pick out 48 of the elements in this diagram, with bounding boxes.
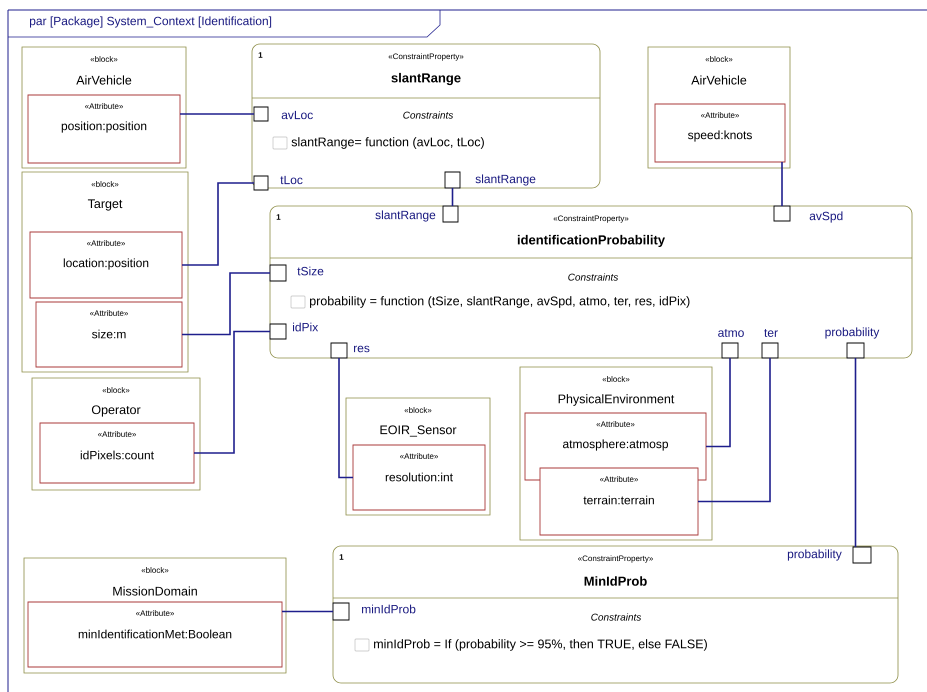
node-label: slantRange= function (avLoc, tLoc) <box>292 137 484 149</box>
connector <box>282 610 333 612</box>
connector <box>781 162 783 206</box>
node-label: 1 <box>258 52 262 58</box>
attribute-box: «Attribute» speed:knots <box>654 104 786 162</box>
node-label: Constraints <box>568 273 618 281</box>
port-label: idPix <box>293 322 318 332</box>
port-label: probability <box>825 327 880 339</box>
connector <box>706 358 731 448</box>
attribute-box: «Attribute» size:m <box>36 302 182 368</box>
port-label: atmo <box>718 329 744 337</box>
attribute-box: «Attribute» position:position <box>28 94 180 164</box>
node-label: 1 <box>276 214 280 220</box>
node-label: «ConstraintProperty» <box>554 215 628 223</box>
port-label: slantRange <box>476 174 536 186</box>
attribute-box: «Attribute» location:position <box>30 232 182 298</box>
connector <box>698 358 771 502</box>
port-label: probability <box>788 549 842 561</box>
frame-title-tab: par [Package] System_Context [Identification] <box>8 10 440 38</box>
node-label: slantRange <box>391 72 461 86</box>
node-label: Constraints <box>403 111 454 119</box>
node-label: identificationProbability <box>518 234 665 248</box>
port-label: res <box>354 346 370 352</box>
connector <box>338 358 353 478</box>
node-label: probability = function (tSize, slantRange, avSpd, atmo, ter, res, idPix) <box>310 296 690 308</box>
connector <box>182 182 254 266</box>
attribute-box: «Attribute» minIdentificationMet:Boolean <box>28 602 282 668</box>
node-label: «ConstraintProperty» <box>578 555 653 563</box>
attribute-box: «Attribute» resolution:int <box>352 444 486 510</box>
attribute-box: «Attribute» terrain:terrain <box>540 468 698 536</box>
port-label: minIdProb <box>362 604 416 614</box>
connector <box>452 188 454 206</box>
connector <box>182 272 270 336</box>
node-label: MinIdProb <box>584 576 647 586</box>
port-label: slantRange <box>375 210 436 222</box>
node-label: «ConstraintProperty» <box>388 53 464 61</box>
port-label: ter <box>764 329 778 337</box>
node-label: Constraints <box>591 613 642 621</box>
port-label: avLoc <box>282 110 313 120</box>
port-label: tLoc <box>280 176 303 184</box>
node-label: 1 <box>340 554 344 560</box>
connector <box>194 330 270 454</box>
port-label: tSize <box>297 266 324 276</box>
port-label: avSpd <box>810 211 842 223</box>
node-label: minIdProb = If (probability >= 95%, then TRUE, else FALSE) <box>374 639 707 651</box>
connector <box>180 113 254 115</box>
connector <box>854 358 856 547</box>
attribute-box: «Attribute» idPixels:count <box>40 422 194 484</box>
